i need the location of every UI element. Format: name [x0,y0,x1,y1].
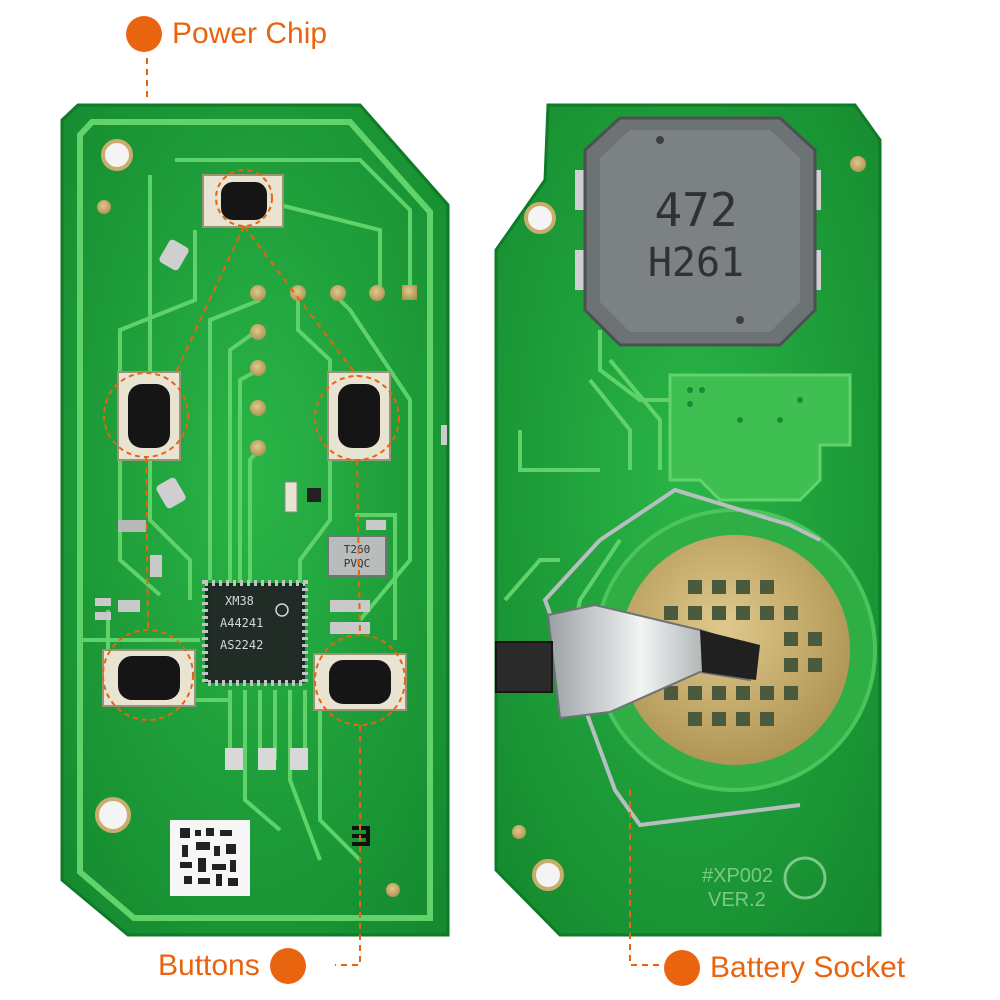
qr-code-label [170,820,250,896]
callout-leaders [145,58,660,966]
callout-dot-icon [126,16,162,52]
callout-battery-socket: Battery Socket [664,950,905,986]
inductor-marking-1: 472 [654,183,737,237]
mounting-hole [101,139,133,171]
callout-dot-icon [269,948,306,984]
tactile-button-bottom-right [313,634,407,726]
crystal-marking-1: T260 [344,543,371,556]
tactile-button-top [202,169,284,228]
mounting-hole [524,202,556,234]
callout-dot-icon [664,950,700,986]
callout-buttons-label: Buttons [158,949,260,982]
left-pcb-board: T260 PVQC XM38 A44241 AS2242 [60,103,450,937]
ic-marking-2: A44241 [220,616,263,630]
callout-buttons: Buttons [158,948,306,984]
board-model-marking: #XP002 [702,865,773,887]
board-logo-icon [783,856,827,900]
inductor-marking-2: H261 [648,240,744,286]
callout-battery-socket-label: Battery Socket [710,951,906,984]
main-ic-chip: XM38 A44241 AS2242 [202,580,308,686]
tactile-button-left [103,371,189,461]
callout-power-chip-label: Power Chip [172,17,328,50]
crystal-marking-2: PVQC [344,557,371,570]
mounting-hole [95,797,131,833]
power-inductor-chip: 472 H261 [575,116,821,347]
right-pcb-board: 472 H261 #XP002 [494,103,882,937]
callout-power-chip: Power Chip [126,16,327,52]
crystal-oscillator: T260 PVQC [327,535,387,577]
battery-socket [495,487,877,828]
smd-components [95,239,386,770]
test-pads [250,285,417,456]
ic-marking-3: AS2242 [220,638,263,652]
battery-contact-grid [664,580,822,726]
copper-pour [668,373,852,502]
ic-marking-1: XM38 [225,594,254,608]
board-version-marking: VER.2 [708,889,766,911]
tactile-button-bottom-left [102,629,196,721]
mounting-hole [532,859,564,891]
tactile-button-right [314,371,400,461]
